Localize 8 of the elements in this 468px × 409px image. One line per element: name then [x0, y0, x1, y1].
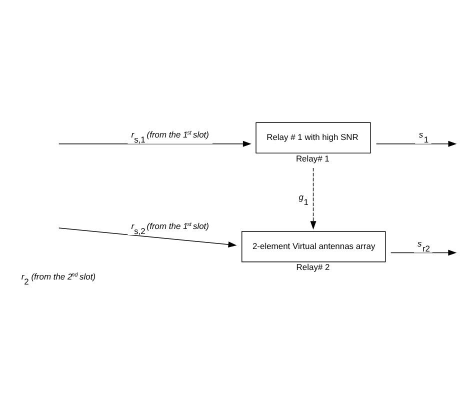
arrow: [376, 140, 457, 146]
node-label: Relay# 1: [296, 152, 330, 163]
arrow: [390, 249, 457, 256]
arrow: [58, 227, 237, 247]
arrow: [310, 167, 316, 230]
node-box: 2-element Virtual antennas array: [242, 230, 386, 262]
node-box: Relay # 1 with high SNR: [256, 122, 371, 153]
node-label: Relay# 2: [296, 262, 330, 272]
